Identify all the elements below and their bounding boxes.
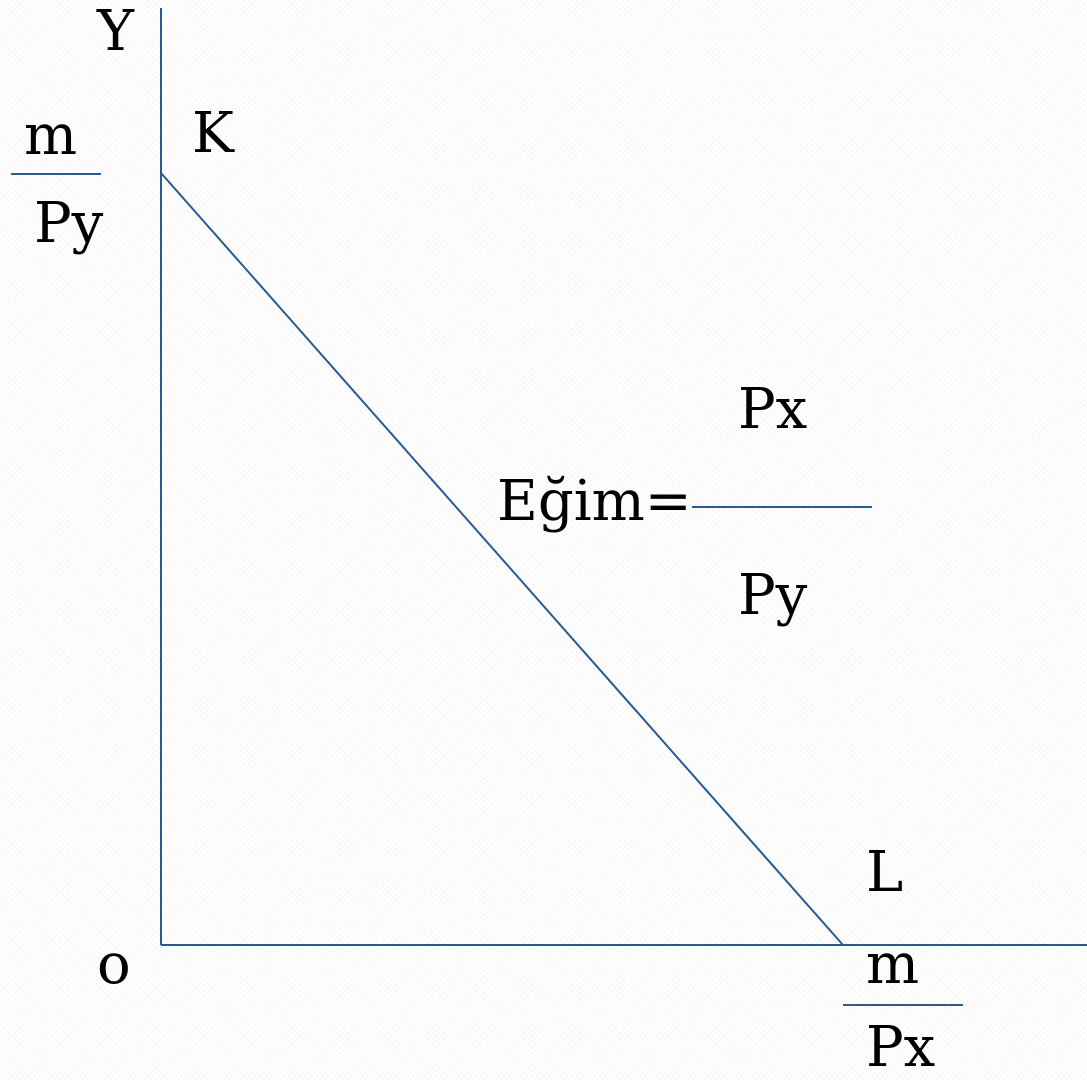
- point-l-label: L: [866, 840, 904, 905]
- y-intercept-denominator: Py: [34, 191, 104, 256]
- budget-line: [160, 172, 844, 946]
- point-k-label: K: [192, 101, 234, 166]
- origin-label: o: [97, 932, 131, 997]
- x-intercept-denominator: Px: [866, 1015, 936, 1080]
- slope-numerator: Px: [738, 377, 808, 442]
- slope-denominator: Py: [738, 563, 808, 628]
- slope-label: Eğim=: [497, 469, 692, 534]
- x-intercept-numerator: m: [866, 932, 920, 997]
- y-intercept-numerator: m: [24, 103, 78, 168]
- y-axis-label: Y: [97, 0, 134, 64]
